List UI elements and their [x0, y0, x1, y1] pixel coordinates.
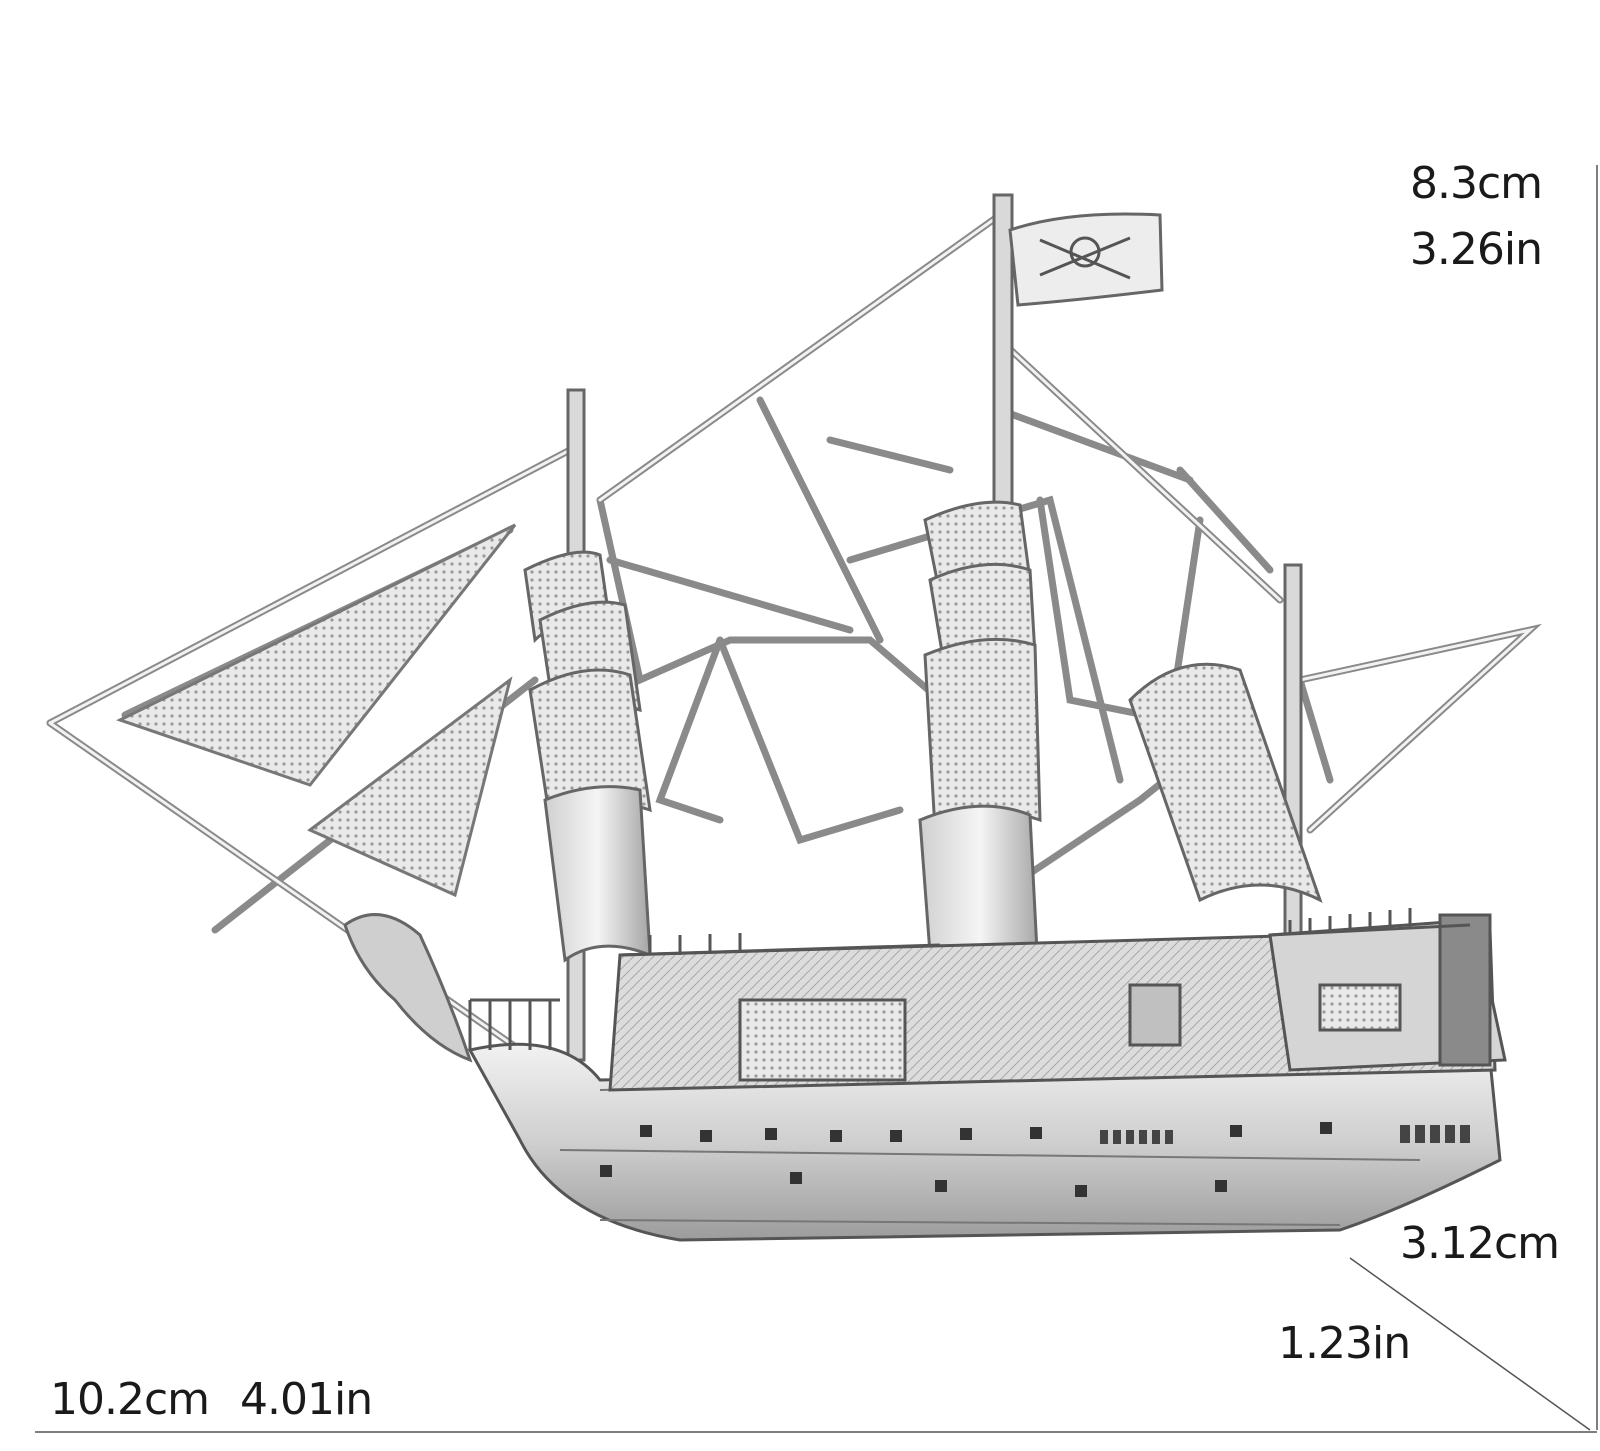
depth-in-label: 1.23in [1278, 1318, 1411, 1369]
deck-hatch [738, 998, 907, 1082]
height-in-label: 3.26in [1409, 224, 1543, 275]
mizzen-sails [1128, 662, 1323, 903]
deck-windows [1100, 1130, 1173, 1144]
rigging-highlights [48, 213, 1536, 1052]
fore-sails [523, 550, 652, 963]
railings [468, 908, 1471, 1050]
stern-hatch [1318, 983, 1402, 1032]
depth-dimension-line [1349, 1257, 1591, 1431]
figurehead [343, 913, 473, 1063]
pirate-flag [1008, 212, 1164, 307]
gun-ports [600, 1122, 1332, 1197]
hull [467, 913, 1507, 1242]
dimension-lines [35, 165, 1598, 1433]
mizzen-mast [1283, 563, 1303, 987]
jib-sails [116, 523, 517, 898]
crossed-swords-icon [1039, 236, 1131, 280]
deck-crate [1128, 983, 1182, 1047]
depth-cm-label: 3.12cm [1400, 1218, 1560, 1269]
hull-side [467, 1042, 1502, 1242]
width-in-label: 4.01in [240, 1374, 373, 1425]
width-cm-label: 10.2cm [50, 1374, 210, 1425]
height-cm-label: 8.3cm [1409, 158, 1543, 209]
rigging [46, 211, 1543, 1054]
stern-wall [1438, 913, 1492, 1067]
stern-windows [1400, 1125, 1470, 1143]
